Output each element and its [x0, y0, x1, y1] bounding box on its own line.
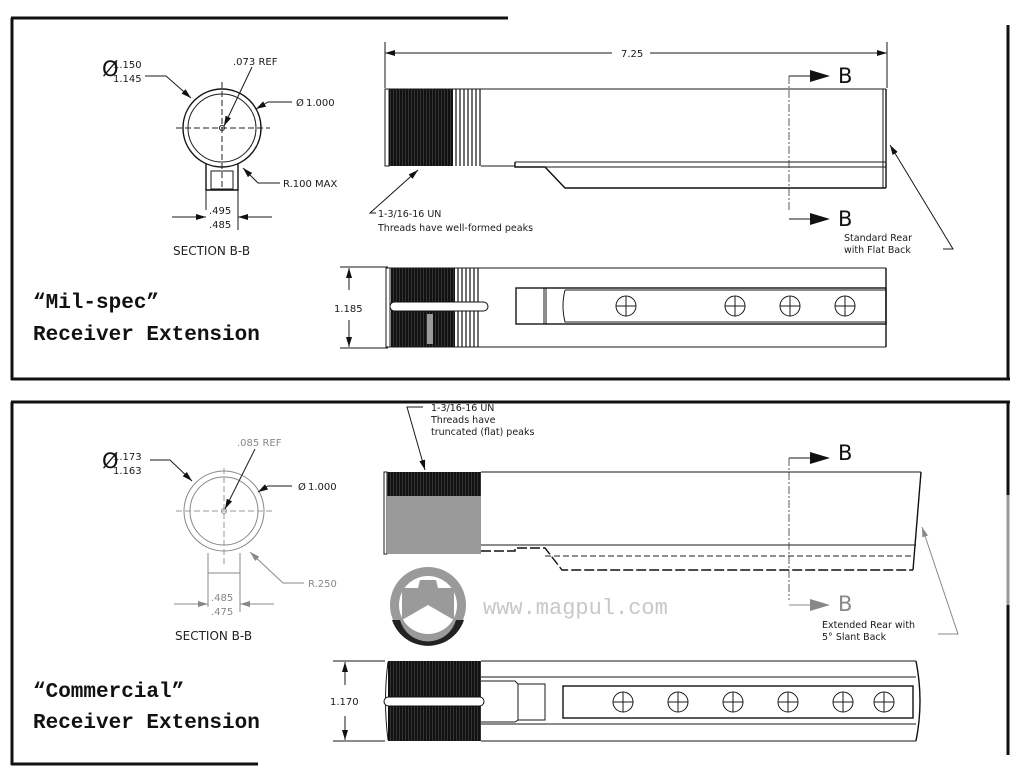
fillet-radius: R.250: [308, 579, 337, 590]
thread-note-1: 1-3/16-16 UN: [431, 403, 494, 414]
diameter-symbol: Ø: [102, 449, 119, 473]
rear-note-2: 5° Slant Back: [822, 632, 887, 643]
thread-note-2: Threads have: [430, 415, 496, 426]
outer-diameter-upper: 1.150: [113, 60, 142, 71]
outer-diameter-lower: 1.145: [113, 74, 142, 85]
commercial-section-view: [150, 448, 304, 612]
commercial-side-view: [383, 406, 959, 635]
commercial-panel-frame: [10, 400, 1010, 766]
section-label: SECTION B-B: [173, 244, 250, 258]
milspec-height: 1.185: [334, 304, 363, 315]
commercial-side-labels: B B 1-3/16-16 UN Threads have truncated …: [430, 403, 915, 643]
section-label: SECTION B-B: [175, 629, 252, 643]
key-width-upper: .485: [211, 593, 233, 604]
key-width-lower: .485: [209, 220, 231, 231]
section-mark-top: B: [838, 64, 852, 88]
milspec-panel-frame: [10, 16, 1010, 381]
commercial-title-line1: “Commercial”: [33, 681, 184, 704]
rear-note-1: Extended Rear with: [822, 620, 915, 631]
inner-diameter: 1.000: [306, 98, 335, 109]
commercial-bottom-view: [333, 660, 921, 742]
rear-note-1: Standard Rear: [844, 233, 912, 244]
wall-ref: .073 REF: [233, 57, 278, 68]
magpul-logo-icon: [390, 567, 466, 646]
milspec-title-line1: “Mil-spec”: [33, 292, 159, 315]
fillet-radius: R.100 MAX: [283, 179, 338, 190]
inner-diameter-symbol: Ø: [296, 97, 304, 109]
thread-note-1: 1-3/16-16 UN: [378, 209, 441, 220]
milspec-section-view: [145, 66, 292, 230]
key-width-lower: .475: [211, 607, 233, 618]
commercial-height: 1.170: [330, 697, 359, 708]
commercial-title-line2: Receiver Extension: [33, 712, 260, 735]
milspec-title-line2: Receiver Extension: [33, 324, 260, 347]
watermark-url: www.magpul.com: [483, 596, 668, 621]
inner-diameter-symbol: Ø: [298, 481, 306, 493]
thread-note-2: Threads have well-formed peaks: [377, 223, 533, 234]
section-mark-top: B: [838, 441, 852, 465]
section-mark-bottom: B: [838, 592, 852, 616]
rear-note-2: with Flat Back: [844, 245, 911, 256]
key-width-upper: .495: [209, 206, 231, 217]
diameter-symbol: Ø: [102, 57, 119, 81]
milspec-section-dims: Ø 1.150 1.145 .073 REF Ø 1.000 R.100 MAX…: [102, 57, 338, 258]
thread-note-3: truncated (flat) peaks: [431, 427, 534, 438]
commercial-holes: [612, 691, 895, 713]
commercial-section-dims: Ø 1.173 1.163 .085 REF Ø 1.000 R.250 .48…: [102, 438, 337, 643]
wall-ref: .085 REF: [237, 438, 282, 449]
milspec-bottom-view: [340, 266, 887, 349]
milspec-side-view: [368, 42, 954, 250]
outer-diameter-lower: 1.163: [113, 466, 142, 477]
milspec-holes: [615, 295, 856, 317]
outer-diameter-upper: 1.173: [113, 452, 142, 463]
section-mark-bottom: B: [838, 207, 852, 231]
overall-length: 7.25: [621, 49, 643, 60]
milspec-side-labels: 7.25 B B 1-3/16-16 UN Threads have well-…: [377, 49, 912, 256]
inner-diameter: 1.000: [308, 482, 337, 493]
